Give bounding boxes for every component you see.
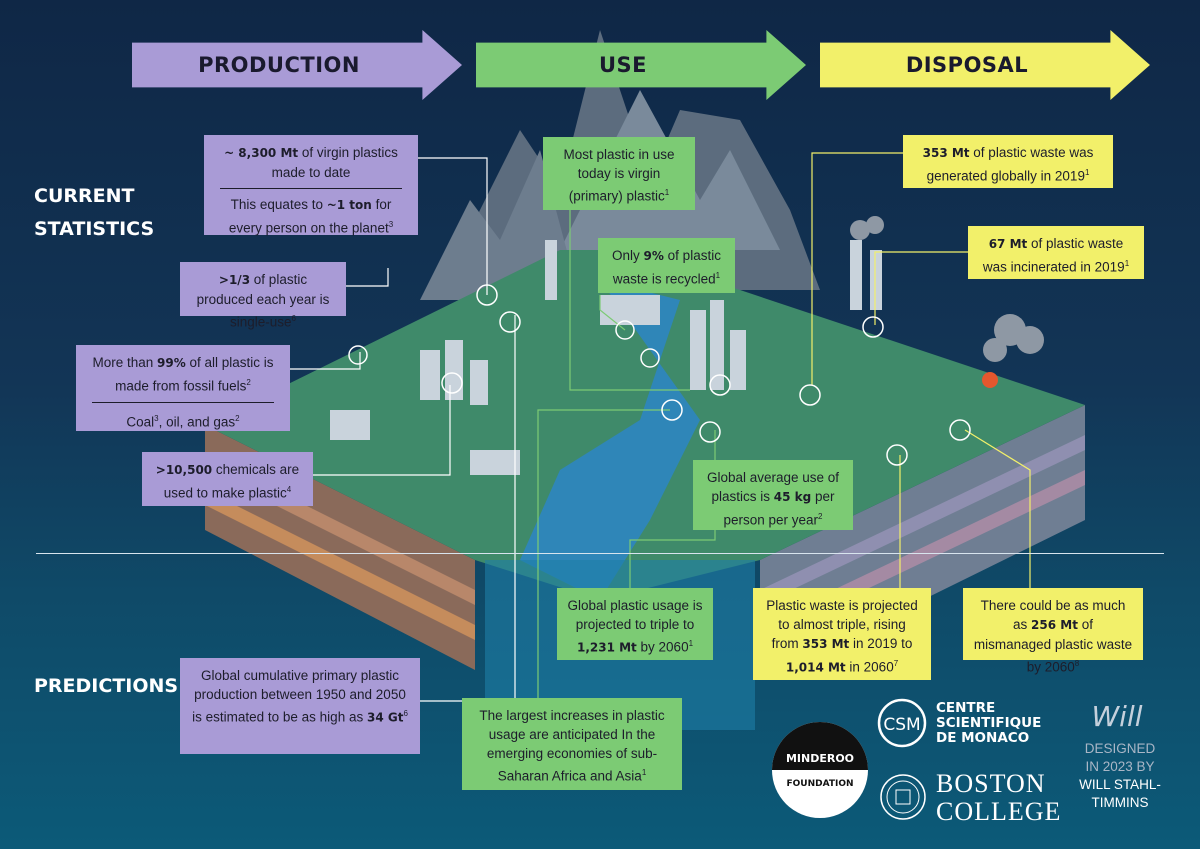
disposal-arrow-label: DISPOSAL bbox=[905, 53, 1029, 77]
designed-line3: WILL STAHL- bbox=[1079, 777, 1161, 792]
chemicals-box: >10,500 chemicals are used to make plast… bbox=[142, 452, 313, 506]
smoke bbox=[850, 216, 1044, 362]
minderoo-top-text: MINDEROO bbox=[786, 752, 854, 765]
box-rule bbox=[220, 188, 402, 189]
minderoo-bottom-text: FOUNDATION bbox=[786, 779, 853, 789]
csm-line1: CENTRE bbox=[936, 700, 996, 716]
highlight-circles bbox=[348, 284, 971, 466]
csm-line2: SCIENTIFIQUE bbox=[936, 715, 1042, 731]
designed-line2: IN 2023 BY bbox=[1085, 759, 1155, 774]
csm-line3: DE MONACO bbox=[936, 730, 1030, 746]
production-arrow-label: PRODUCTION bbox=[198, 53, 360, 77]
mismanaged-waste-box: There could be as much as 256 Mt of mism… bbox=[963, 588, 1143, 675]
virgin-plastic-use-box: Most plastic in use today is virgin (pri… bbox=[543, 137, 695, 210]
buildings bbox=[330, 240, 882, 475]
average-use-box: Global average use of plastics is 45 kg … bbox=[693, 460, 853, 530]
current-label-line1: CURRENT bbox=[34, 185, 135, 207]
csm-mark-text: CSM bbox=[883, 715, 920, 735]
fire bbox=[982, 372, 998, 388]
designed-line1: DESIGNED bbox=[1084, 741, 1156, 756]
fossil-fuels-box: More than 99% of all plastic is made fro… bbox=[76, 345, 290, 431]
disposal-connectors bbox=[811, 152, 1031, 588]
current-statistics-label: CURRENT STATISTICS bbox=[34, 180, 154, 246]
cumulative-production-box: Global cumulative primary plastic produc… bbox=[180, 658, 420, 754]
fossil-fuels-text: More than 99% of all plastic is made fro… bbox=[92, 355, 274, 394]
coal-oil-gas-text: Coal3, oil, and gas2 bbox=[126, 413, 240, 430]
virgin-plastics-box: ~ 8,300 Mt of virgin plastics made to da… bbox=[204, 135, 418, 236]
predictions-label: PREDICTIONS bbox=[34, 675, 179, 697]
csm-name: CENTRE SCIENTIFIQUE DE MONACO bbox=[936, 701, 1041, 746]
box-rule bbox=[92, 401, 274, 403]
will-mark-text: Will bbox=[1091, 700, 1142, 732]
usage-triple-box: Global plastic usage is projected to tri… bbox=[557, 588, 713, 660]
boston-college-seal bbox=[880, 774, 926, 820]
per-person-text: This equates to ~1 ton for every person … bbox=[228, 197, 394, 236]
single-use-box: >1/3 of plastic produced each year is si… bbox=[180, 262, 346, 330]
virgin-plastics-text: ~ 8,300 Mt of virgin plastics made to da… bbox=[224, 145, 398, 180]
recycled-box: Only 9% of plastic waste is recycled1 bbox=[598, 238, 735, 293]
current-label-line2: STATISTICS bbox=[34, 218, 155, 240]
designed-line4: TIMMINS bbox=[1091, 795, 1149, 810]
waste-incinerated-box: 67 Mt of plastic waste was incinerated i… bbox=[968, 226, 1144, 279]
bc-line2: COLLEGE bbox=[936, 797, 1062, 826]
waste-projection-box: Plastic waste is projected to almost tri… bbox=[753, 588, 931, 680]
designed-by-credit: DESIGNED IN 2023 BY WILL STAHL- TIMMINS bbox=[1068, 740, 1172, 812]
csm-logo-mark: CSM bbox=[877, 698, 927, 748]
river bbox=[520, 280, 700, 600]
boston-college-name: BOSTON COLLEGE bbox=[936, 770, 1061, 826]
minderoo-logo: MINDEROO FOUNDATION bbox=[772, 722, 868, 818]
use-arrow-label: USE bbox=[598, 53, 648, 77]
bc-line1: BOSTON bbox=[936, 769, 1046, 798]
section-divider bbox=[36, 553, 1164, 554]
largest-increases-box: The largest increases in plastic usage a… bbox=[462, 698, 682, 790]
will-logo: Will bbox=[1091, 700, 1142, 732]
waste-generated-box: 353 Mt of plastic waste was generated gl… bbox=[903, 135, 1113, 188]
